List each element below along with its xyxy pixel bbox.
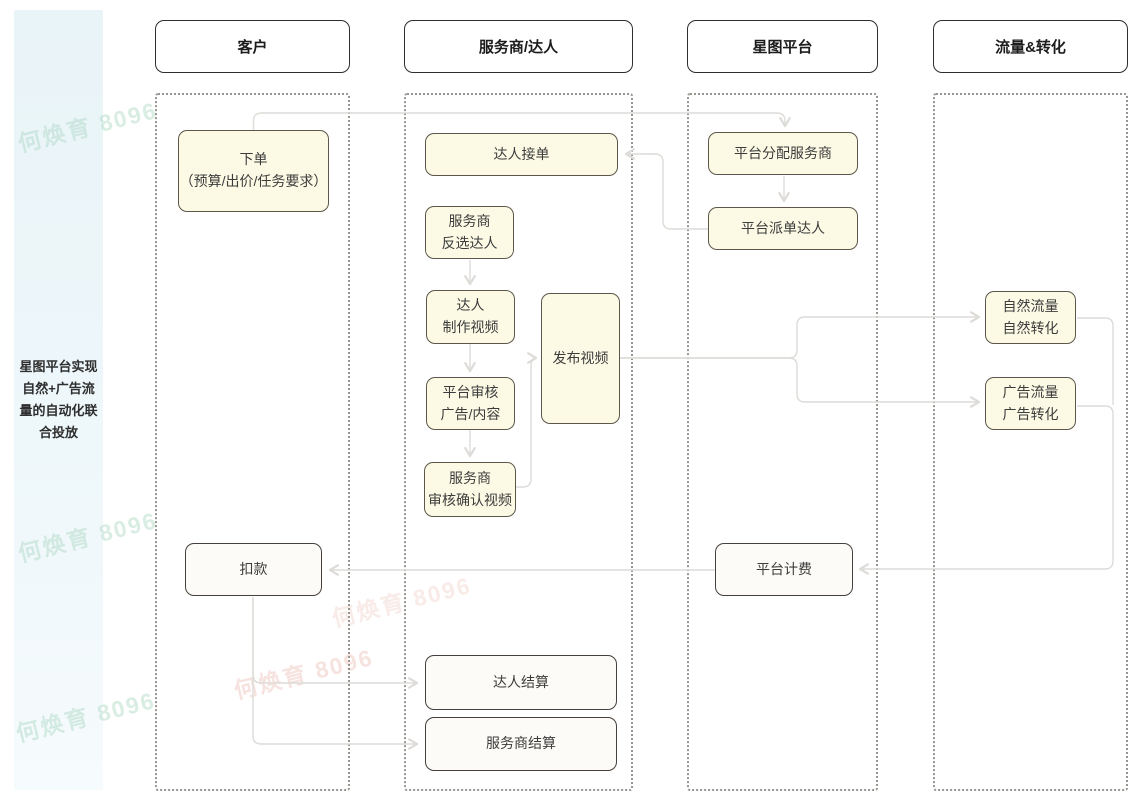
node-deduct[interactable]: 扣款 [185, 543, 322, 596]
node-organic-traffic[interactable]: 自然流量 自然转化 [985, 291, 1076, 344]
node-publish-video[interactable]: 发布视频 [541, 293, 620, 424]
node-counter-select[interactable]: 服务商 反选达人 [425, 206, 514, 259]
node-make-video[interactable]: 达人 制作视频 [426, 290, 515, 344]
node-platform-review[interactable]: 平台审核 广告/内容 [426, 377, 515, 430]
node-dispatch-talent[interactable]: 平台派单达人 [708, 207, 858, 250]
node-billing[interactable]: 平台计费 [715, 543, 853, 596]
node-place-order[interactable]: 下单 （预算/出价/任务要求） [178, 130, 329, 212]
node-provider-confirm[interactable]: 服务商 审核确认视频 [424, 462, 516, 517]
node-provider-settle[interactable]: 服务商结算 [425, 717, 617, 771]
lane-region-customer [155, 93, 350, 791]
node-accept-order[interactable]: 达人接单 [425, 133, 618, 176]
sidebar-annotation: 星图平台实现 自然+广告流 量的自动化联 合投放 [14, 10, 103, 790]
lane-region-traffic [933, 93, 1128, 791]
node-talent-settle[interactable]: 达人结算 [425, 655, 617, 710]
lane-header-customer[interactable]: 客户 [155, 20, 350, 73]
lane-region-platform [687, 93, 878, 791]
node-ad-traffic[interactable]: 广告流量 广告转化 [985, 377, 1076, 430]
lane-header-traffic[interactable]: 流量&转化 [933, 20, 1128, 73]
lane-header-platform[interactable]: 星图平台 [687, 20, 878, 73]
node-assign-provider[interactable]: 平台分配服务商 [708, 132, 858, 175]
lane-region-provider [404, 93, 633, 791]
sidebar-note-text: 星图平台实现 自然+广告流 量的自动化联 合投放 [19, 358, 98, 441]
lane-header-provider[interactable]: 服务商/达人 [404, 20, 633, 73]
